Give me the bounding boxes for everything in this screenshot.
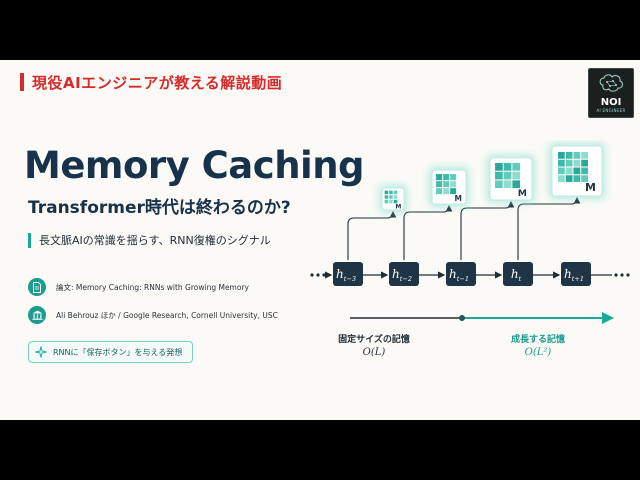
memory-label: M bbox=[454, 194, 461, 203]
hidden-state-node bbox=[333, 262, 363, 286]
memory-cell bbox=[450, 188, 457, 195]
memory-cell bbox=[512, 163, 521, 171]
memory-cell bbox=[503, 171, 512, 180]
memory-cell bbox=[573, 167, 581, 175]
memory-cell bbox=[393, 195, 398, 199]
memory-cell bbox=[565, 167, 573, 175]
fixed-memory-caption: 固定サイズの記憶 bbox=[338, 335, 410, 345]
memory-cell bbox=[384, 190, 389, 195]
sparkle-icon bbox=[35, 346, 47, 358]
diagram-edges bbox=[325, 196, 612, 279]
memory-cell bbox=[450, 174, 457, 181]
memory-cell bbox=[512, 171, 521, 180]
hidden-state-node bbox=[389, 262, 419, 286]
growing-memory-complexity: O(L²) bbox=[524, 347, 552, 358]
letterbox-top bbox=[0, 0, 640, 60]
memory-cell bbox=[495, 171, 503, 180]
institution-icon bbox=[28, 306, 46, 324]
banner-accent-bar bbox=[20, 73, 24, 91]
memory-cell bbox=[558, 175, 565, 182]
sequence-ellipsis-right bbox=[614, 273, 630, 277]
memory-cell bbox=[581, 175, 588, 182]
memory-cell bbox=[581, 152, 588, 159]
hidden-state-node bbox=[503, 262, 533, 286]
letterbox-bottom bbox=[0, 420, 640, 480]
memory-cell bbox=[503, 163, 512, 171]
sequence-ellipsis-left bbox=[310, 273, 326, 277]
memory-cell bbox=[389, 190, 393, 195]
cache-edge bbox=[517, 196, 581, 260]
fixed-memory-complexity: O(L) bbox=[362, 347, 386, 358]
memory-cell bbox=[581, 159, 588, 167]
paper-label: 論文: Memory Caching: RNNs with Growing Me… bbox=[56, 282, 249, 292]
memory-cell bbox=[443, 174, 450, 181]
memory-cell bbox=[495, 163, 503, 171]
slide-title: Memory Caching bbox=[24, 144, 365, 187]
hidden-state-label: ht bbox=[511, 267, 522, 283]
memory-label: M bbox=[585, 181, 596, 194]
memory-cell bbox=[565, 152, 573, 159]
memory-cell bbox=[558, 159, 565, 167]
memory-cell bbox=[565, 159, 573, 167]
memory-cell bbox=[443, 181, 450, 188]
memory-cell bbox=[503, 180, 512, 189]
channel-logo: NOI AI ENGINEER bbox=[588, 68, 634, 118]
memory-cell bbox=[436, 181, 443, 188]
memory-cell bbox=[384, 195, 389, 199]
document-icon bbox=[28, 278, 46, 296]
memory-cell bbox=[558, 152, 565, 159]
memory-cell bbox=[384, 199, 389, 204]
memory-cell bbox=[573, 159, 581, 167]
tagline-accent-bar bbox=[28, 232, 31, 248]
memory-cell bbox=[436, 188, 443, 195]
cache-edge bbox=[347, 210, 397, 260]
slide-subtitle: Transformer時代は終わるのか? bbox=[28, 198, 291, 218]
tagline-text: 長文脈AIの常識を揺らす、RNN復権のシグナル bbox=[39, 234, 271, 247]
memory-label: M bbox=[395, 203, 401, 210]
slide: 現役AIエンジニアが教える解説動画 NOI AI ENGINEER Memory… bbox=[0, 60, 640, 420]
paper-row: 論文: Memory Caching: RNNs with Growing Me… bbox=[28, 278, 249, 296]
memory-cell bbox=[558, 167, 565, 175]
memory-cell bbox=[495, 180, 503, 189]
growing-memory-caption: 成長する記憶 bbox=[510, 335, 565, 345]
memory-cell bbox=[443, 188, 450, 195]
memory-cell bbox=[393, 199, 398, 204]
concept-pill: RNNに「保存ボタン」を与える発想 bbox=[28, 341, 194, 363]
cache-edge bbox=[403, 204, 453, 260]
hidden-state-node bbox=[561, 262, 591, 286]
axis-split-point bbox=[459, 315, 465, 321]
memory-cell bbox=[450, 181, 457, 188]
banner-text: 現役AIエンジニアが教える解説動画 bbox=[32, 73, 283, 92]
brain-icon bbox=[599, 74, 623, 92]
concept-pill-text: RNNに「保存ボタン」を与える発想 bbox=[53, 347, 183, 357]
memory-cell bbox=[389, 199, 393, 204]
hidden-state-node bbox=[446, 262, 476, 286]
cache-edge bbox=[460, 200, 515, 260]
memory-cell bbox=[436, 174, 443, 181]
memory-cell bbox=[565, 175, 573, 182]
logo-subtitle: AI ENGINEER bbox=[596, 108, 626, 113]
logo-name: NOI bbox=[600, 97, 622, 108]
memory-cell bbox=[573, 152, 581, 159]
memory-cell bbox=[389, 195, 393, 199]
memory-cell bbox=[393, 190, 398, 195]
authors-row: Ali Behrouz ほか / Google Research, Cornel… bbox=[28, 306, 278, 324]
authors-label: Ali Behrouz ほか / Google Research, Cornel… bbox=[56, 310, 278, 320]
memory-cell bbox=[512, 180, 521, 189]
memory-label: M bbox=[518, 188, 527, 199]
memory-cell bbox=[573, 175, 581, 182]
banner: 現役AIエンジニアが教える解説動画 bbox=[20, 72, 282, 92]
memory-cell bbox=[581, 167, 588, 175]
tagline: 長文脈AIの常識を揺らす、RNN復権のシグナル bbox=[28, 232, 271, 248]
memory-blocks: M M M M bbox=[379, 143, 605, 213]
